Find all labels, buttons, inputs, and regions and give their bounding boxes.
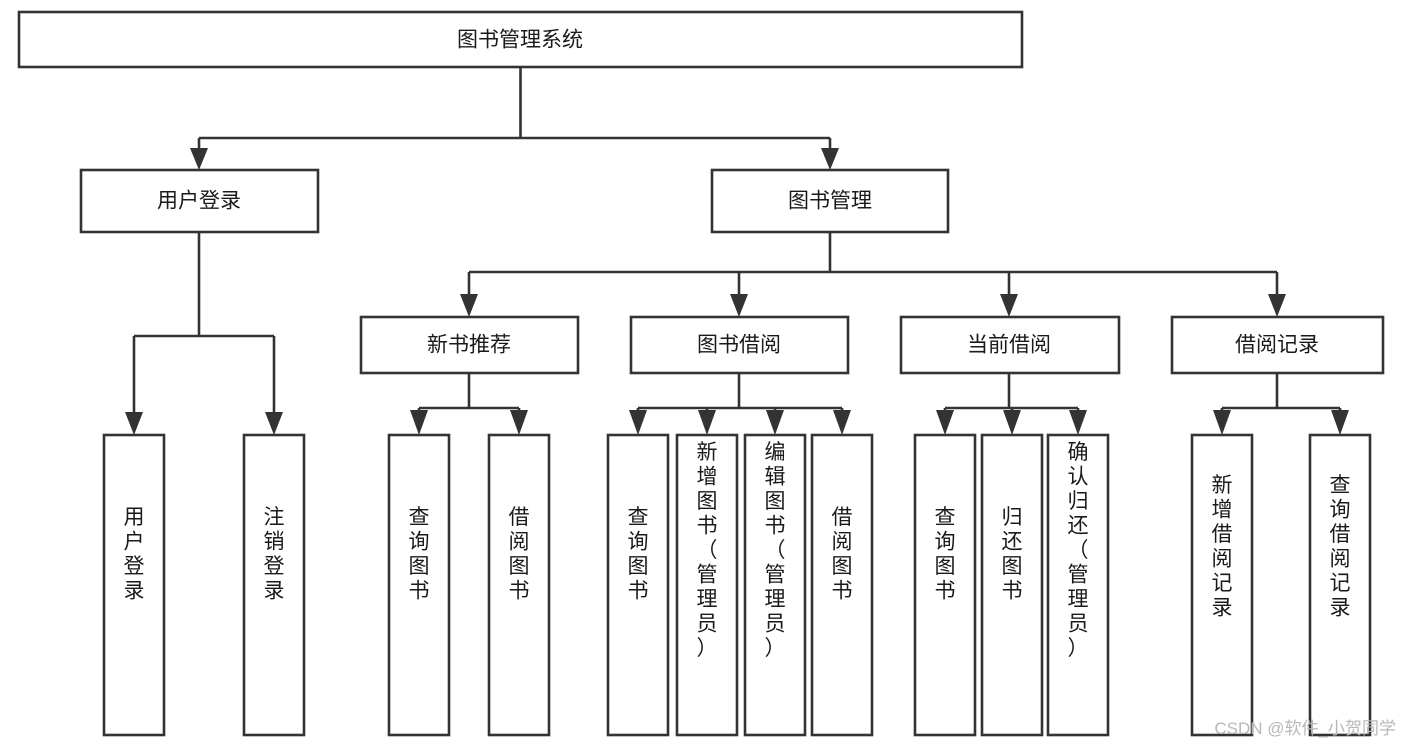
node-leaf-user-logout[interactable]: 注销登录 xyxy=(242,433,306,737)
arrow-head-new-book-recommend xyxy=(460,294,478,317)
node-leaf-borrow-book-1-label: 借阅图书 xyxy=(509,506,530,603)
node-leaf-confirm-return[interactable]: 确认归还（管理员） xyxy=(1046,433,1110,737)
node-leaf-add-record-box[interactable] xyxy=(1190,433,1254,737)
arrow-head-leaf-add-record xyxy=(1213,410,1231,435)
node-leaf-query-book-3[interactable]: 查询图书 xyxy=(913,433,977,737)
node-borrow-record-label: 借阅记录 xyxy=(1235,334,1319,357)
node-leaf-borrow-book-2[interactable]: 借阅图书 xyxy=(810,433,874,737)
node-leaf-query-book-3-box[interactable] xyxy=(913,433,977,737)
arrow-head-borrow-record xyxy=(1268,294,1286,317)
node-current-borrow-box[interactable] xyxy=(899,315,1121,375)
arrow-head-leaf-query-book-3 xyxy=(936,410,954,435)
node-leaf-query-book-2-label: 查询图书 xyxy=(628,506,649,603)
arrow-head-leaf-borrow-book-1 xyxy=(510,410,528,435)
arrow-head-leaf-query-book-1 xyxy=(410,410,428,435)
node-book-manage-box[interactable] xyxy=(710,168,950,234)
node-leaf-query-book-2[interactable]: 查询图书 xyxy=(606,433,670,737)
arrow-head-leaf-query-record xyxy=(1331,410,1349,435)
node-leaf-add-book-label: 新增图书（管理员） xyxy=(697,441,718,660)
node-leaf-add-book-box[interactable] xyxy=(675,433,739,737)
node-leaf-query-book-2-box[interactable] xyxy=(606,433,670,737)
arrow-head-leaf-return-book xyxy=(1003,410,1021,435)
node-leaf-query-record-label: 查询借阅记录 xyxy=(1330,474,1351,620)
node-leaf-edit-book-box[interactable] xyxy=(743,433,807,737)
node-book-manage-label: 图书管理 xyxy=(788,190,872,213)
node-book-manage[interactable]: 图书管理 xyxy=(710,168,950,234)
node-leaf-user-login-box[interactable] xyxy=(102,433,166,737)
node-root[interactable]: 图书管理系统 xyxy=(17,10,1024,69)
arrow-head-leaf-user-login xyxy=(125,412,143,435)
node-leaf-edit-book-label: 编辑图书（管理员） xyxy=(765,441,786,660)
node-leaf-return-book-label: 归还图书 xyxy=(1002,506,1023,603)
node-leaf-add-record[interactable]: 新增借阅记录 xyxy=(1190,433,1254,737)
arrow-head-leaf-query-book-2 xyxy=(629,410,647,435)
node-leaf-borrow-book-2-box[interactable] xyxy=(810,433,874,737)
node-leaf-user-logout-box[interactable] xyxy=(242,433,306,737)
arrow-head-leaf-borrow-book-2 xyxy=(833,410,851,435)
node-leaf-edit-book[interactable]: 编辑图书（管理员） xyxy=(743,433,807,737)
node-borrow-record-box[interactable] xyxy=(1170,315,1385,375)
node-leaf-query-book-1-box[interactable] xyxy=(387,433,451,737)
arrow-head-book-borrow xyxy=(730,294,748,317)
node-root-box[interactable] xyxy=(17,10,1024,69)
arrow-head-leaf-user-logout xyxy=(265,412,283,435)
node-leaf-borrow-book-1-box[interactable] xyxy=(487,433,551,737)
node-current-borrow-label: 当前借阅 xyxy=(967,334,1051,357)
node-leaf-user-logout-label: 注销登录 xyxy=(264,506,285,603)
arrow-head-book-manage xyxy=(821,148,839,170)
watermark-label: CSDN @软件_小贺同学 xyxy=(1214,719,1396,738)
node-new-book-recommend-label: 新书推荐 xyxy=(427,334,511,357)
arrow-head-user-login xyxy=(190,148,208,170)
connector-layer xyxy=(125,67,1349,435)
node-leaf-borrow-book-2-label: 借阅图书 xyxy=(832,506,853,603)
node-leaf-query-book-1[interactable]: 查询图书 xyxy=(387,433,451,737)
node-user-login[interactable]: 用户登录 xyxy=(79,168,320,234)
node-leaf-add-record-label: 新增借阅记录 xyxy=(1212,474,1233,620)
node-root-label: 图书管理系统 xyxy=(457,29,583,52)
node-borrow-record[interactable]: 借阅记录 xyxy=(1170,315,1385,375)
arrow-head-current-borrow xyxy=(1000,294,1018,317)
node-leaf-return-book[interactable]: 归还图书 xyxy=(980,433,1044,737)
node-book-borrow-label: 图书借阅 xyxy=(697,334,781,357)
node-user-login-label: 用户登录 xyxy=(157,190,241,213)
node-book-borrow[interactable]: 图书借阅 xyxy=(629,315,850,375)
node-new-book-recommend[interactable]: 新书推荐 xyxy=(359,315,580,375)
node-leaf-query-record-box[interactable] xyxy=(1308,433,1372,737)
node-new-book-recommend-box[interactable] xyxy=(359,315,580,375)
node-leaf-user-login-label: 用户登录 xyxy=(124,506,145,603)
node-leaf-query-book-3-label: 查询图书 xyxy=(935,506,956,603)
arrow-head-leaf-edit-book xyxy=(766,410,784,435)
node-leaf-query-record[interactable]: 查询借阅记录 xyxy=(1308,433,1372,737)
node-leaf-add-book[interactable]: 新增图书（管理员） xyxy=(675,433,739,737)
node-book-borrow-box[interactable] xyxy=(629,315,850,375)
node-leaf-query-book-1-label: 查询图书 xyxy=(409,506,430,603)
node-leaf-confirm-return-label: 确认归还（管理员） xyxy=(1068,441,1089,660)
node-user-login-box[interactable] xyxy=(79,168,320,234)
node-leaf-user-login[interactable]: 用户登录 xyxy=(102,433,166,737)
node-current-borrow[interactable]: 当前借阅 xyxy=(899,315,1121,375)
arrow-head-leaf-confirm-return xyxy=(1069,410,1087,435)
node-leaf-confirm-return-box[interactable] xyxy=(1046,433,1110,737)
node-leaf-borrow-book-1[interactable]: 借阅图书 xyxy=(487,433,551,737)
arrow-head-leaf-add-book xyxy=(698,410,716,435)
node-leaf-return-book-box[interactable] xyxy=(980,433,1044,737)
